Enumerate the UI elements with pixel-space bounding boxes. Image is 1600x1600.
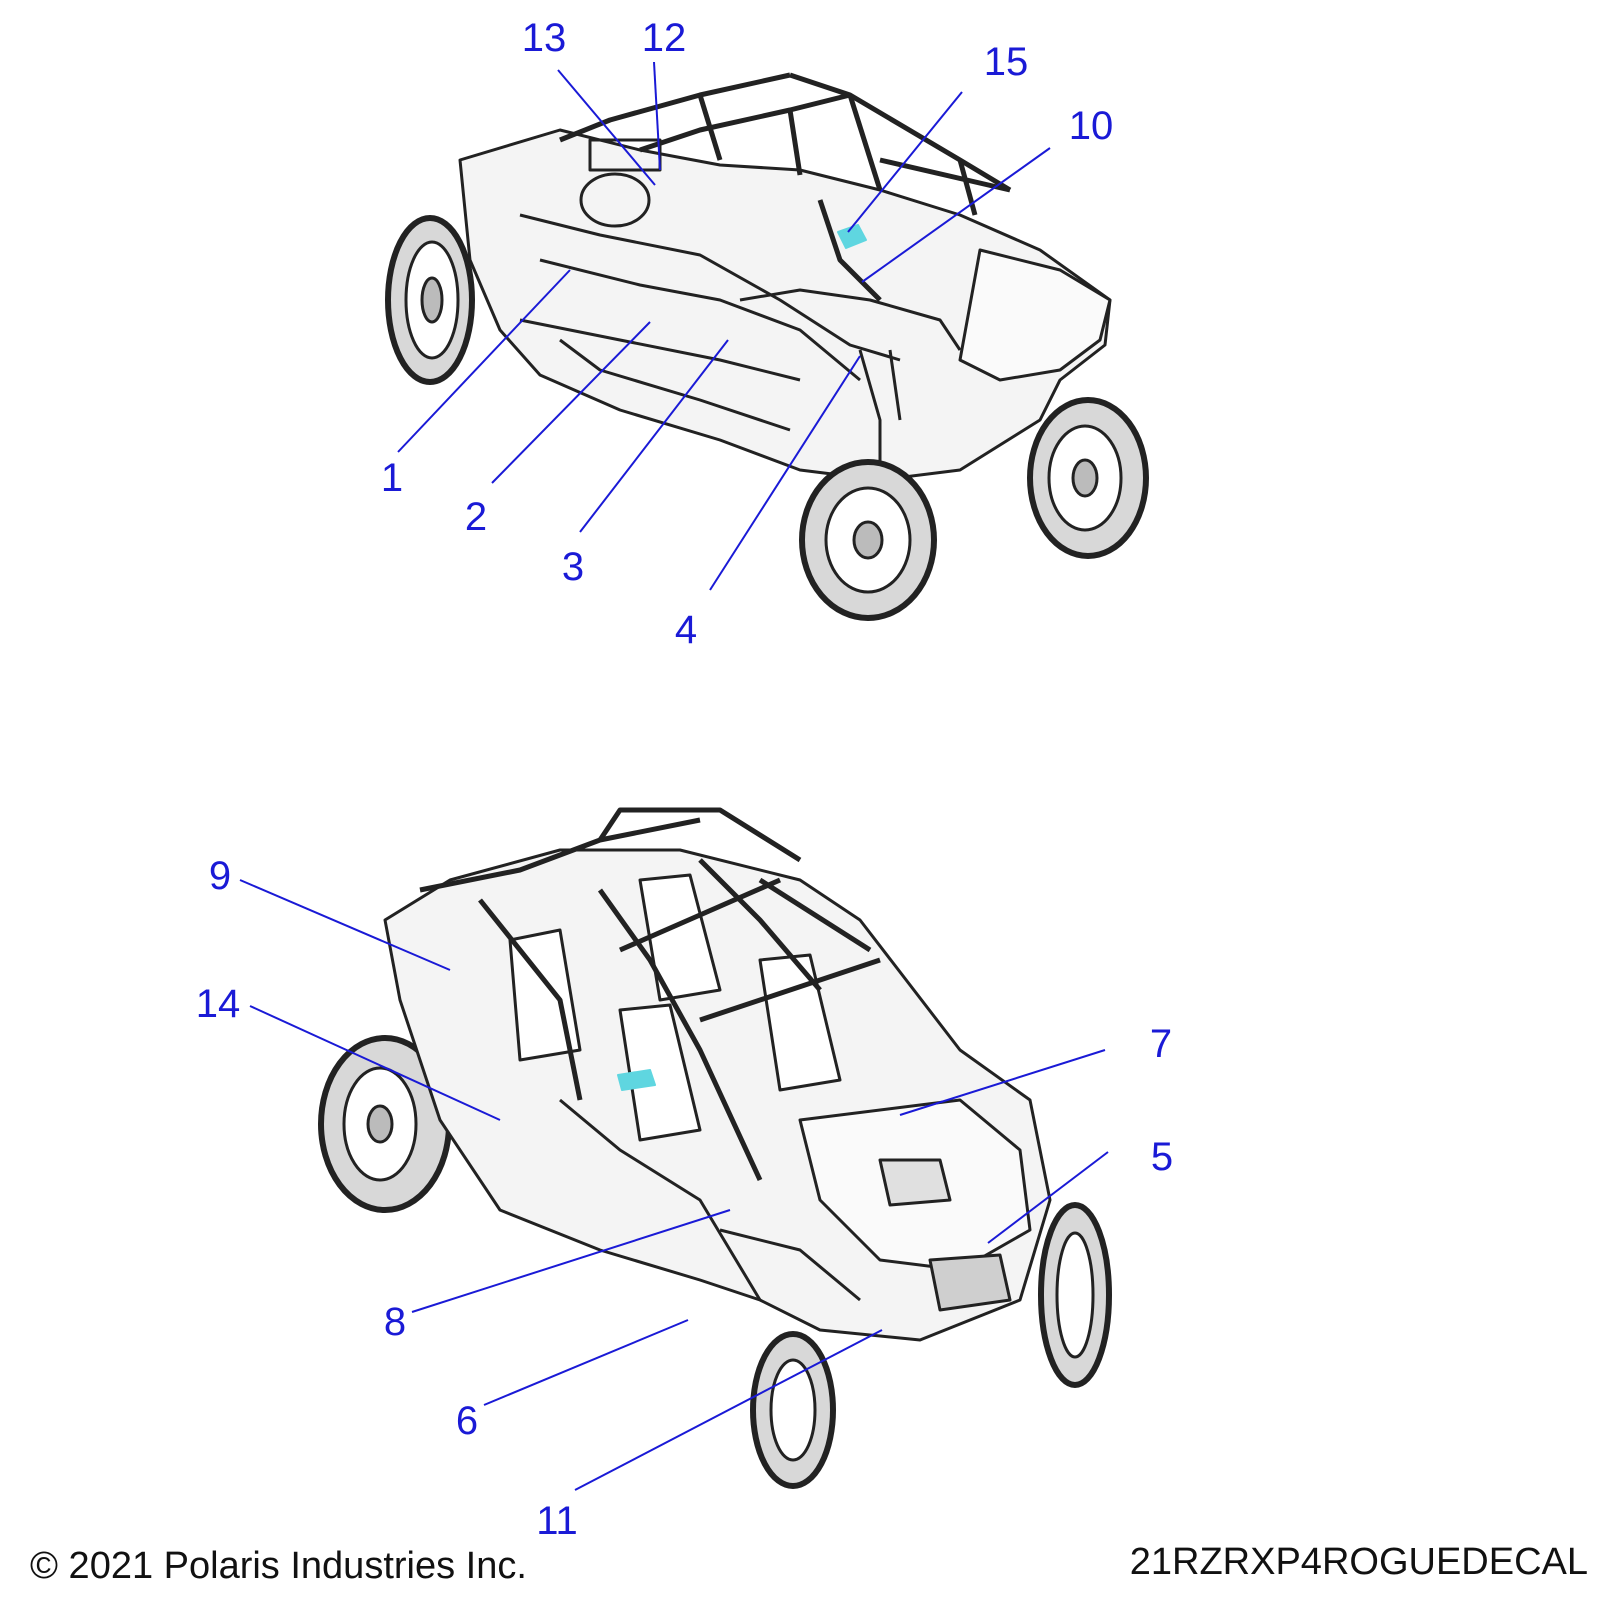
roll-cage-bottom (419, 807, 881, 1182)
wheel-front-right-bottom (1038, 1202, 1112, 1388)
decal-highlight-bottom (617, 1069, 656, 1091)
leader-12 (653, 61, 661, 171)
leader-11 (574, 1329, 883, 1491)
callout-7: 7 (1149, 1022, 1173, 1066)
callout-13: 13 (521, 16, 567, 60)
wheel-rear-right (1027, 397, 1149, 559)
wheel-front-right (799, 459, 937, 621)
leader-3 (579, 339, 729, 533)
callout-4: 4 (674, 608, 698, 652)
vehicle-illustration-bottom (318, 807, 1112, 1489)
callout-8: 8 (383, 1300, 407, 1344)
leader-6 (483, 1319, 689, 1406)
leader-8 (411, 1209, 731, 1313)
leader-14 (249, 1005, 501, 1121)
wheel-rear-left (385, 215, 475, 385)
callout-15: 15 (983, 40, 1029, 84)
wheel-front-left (750, 1331, 836, 1489)
leader-lines (239, 61, 1109, 1491)
leader-9 (239, 879, 451, 971)
leader-1 (397, 269, 571, 453)
vehicle-illustration-top (385, 72, 1149, 621)
callout-9: 9 (208, 854, 232, 898)
leader-4 (709, 355, 861, 591)
drawing-id: 21RZRXP4ROGUEDECAL (1129, 1541, 1588, 1583)
callout-14: 14 (195, 982, 241, 1026)
body-side-panels (458, 128, 1112, 482)
leader-10 (861, 147, 1051, 283)
leader-7 (899, 1049, 1106, 1116)
leader-15 (847, 91, 963, 233)
wheel-left-rear (318, 1035, 452, 1213)
copyright-text: © 2021 Polaris Industries Inc. (30, 1545, 527, 1587)
callout-5: 5 (1150, 1135, 1174, 1179)
callout-3: 3 (561, 545, 585, 589)
leader-2 (491, 321, 651, 484)
leader-13 (557, 69, 656, 186)
callout-11: 11 (536, 1499, 578, 1543)
seats (508, 873, 842, 1142)
callout-12: 12 (641, 16, 687, 60)
leader-5 (987, 1151, 1109, 1244)
callout-1: 1 (380, 456, 404, 500)
callout-2: 2 (464, 495, 488, 539)
roll-cage-top (559, 72, 1012, 302)
callout-6: 6 (455, 1399, 479, 1443)
callout-10: 10 (1068, 104, 1114, 148)
